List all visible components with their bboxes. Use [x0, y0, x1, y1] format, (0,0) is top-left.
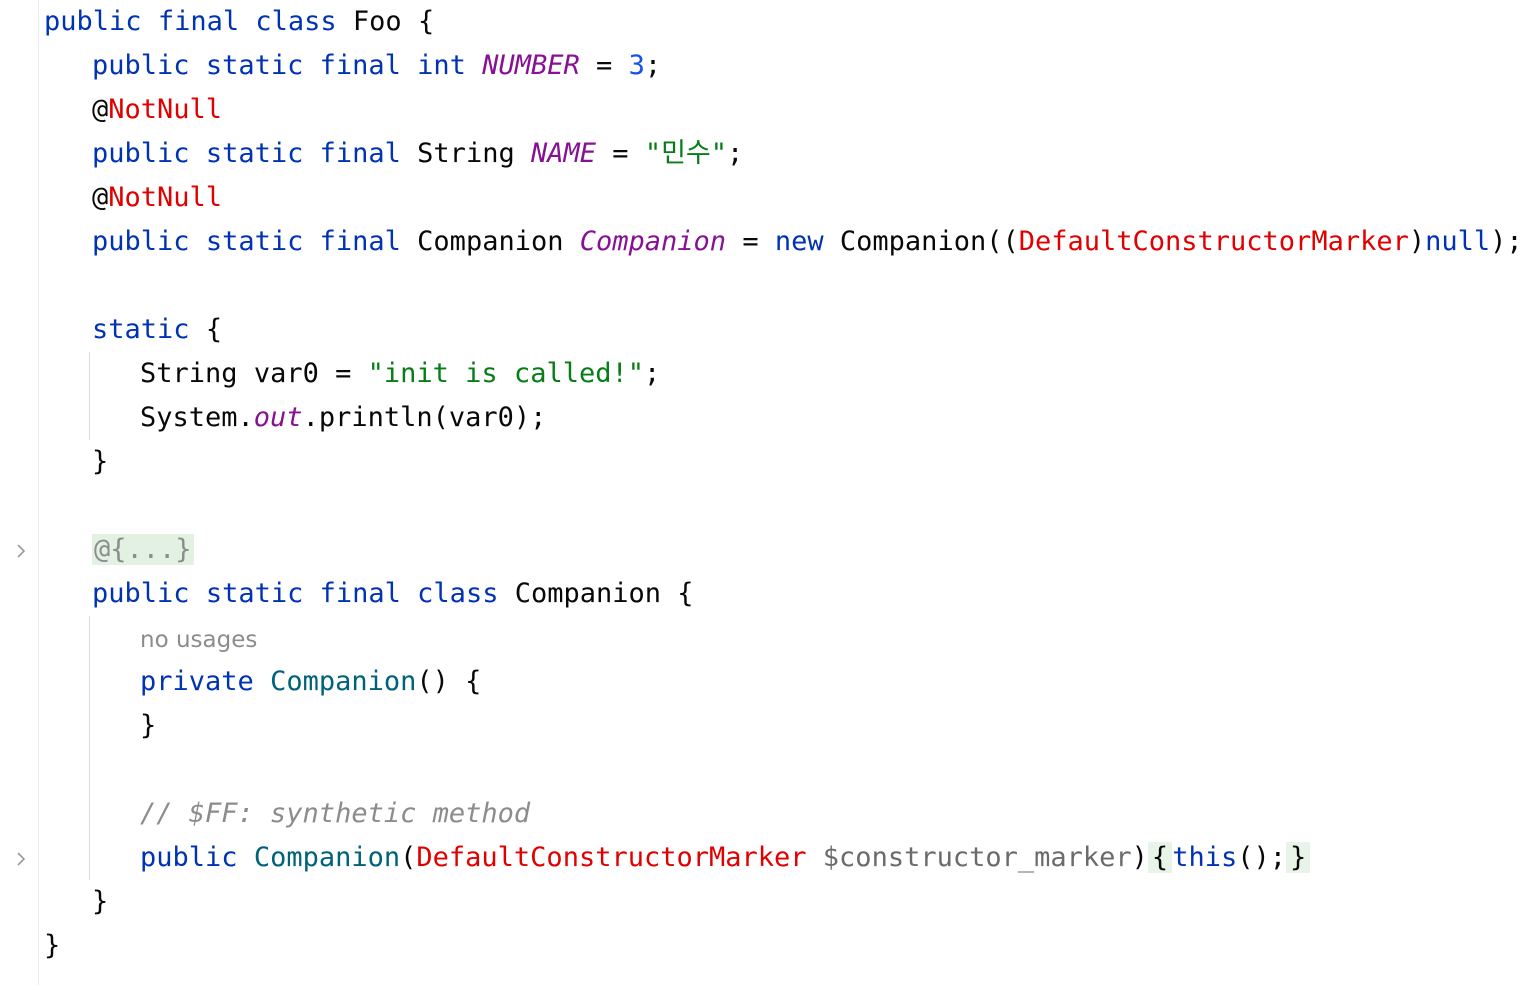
code-line-19: public Companion(DefaultConstructorMarke…	[140, 836, 1311, 880]
code-line-15: private Companion() {	[140, 666, 482, 697]
code-line-3: @NotNull	[92, 94, 223, 125]
code-line-9: String var0 = "init is called!";	[140, 358, 661, 389]
code-line-16: }	[140, 710, 157, 741]
code-line-5: @NotNull	[92, 182, 223, 213]
editor-gutter	[0, 0, 39, 985]
expand-fold-icon[interactable]	[14, 541, 28, 561]
code-line-11: }	[92, 446, 109, 477]
folded-region[interactable]: @{...}	[92, 534, 194, 565]
code-line-1: public final class Foo {	[44, 6, 435, 37]
code-line-13: @{...}	[92, 528, 194, 572]
code-line-6: public static final Companion Companion …	[92, 226, 1523, 257]
code-line-20: }	[92, 886, 109, 917]
code-line-4: public static final String NAME = "민수";	[92, 138, 744, 169]
code-line-2: public static final int NUMBER = 3;	[92, 50, 662, 81]
indent-guide	[89, 616, 90, 880]
indent-guide	[89, 352, 90, 440]
expand-fold-icon[interactable]	[14, 849, 28, 869]
code-line-10: System.out.println(var0);	[140, 402, 547, 433]
code-line-21: }	[44, 930, 61, 961]
folded-brace-open[interactable]: {	[1147, 842, 1173, 873]
code-line-18: // $FF: synthetic method	[140, 798, 531, 829]
code-line-8: static {	[92, 314, 223, 345]
code-line-14: public static final class Companion {	[92, 578, 694, 609]
usages-inlay-hint[interactable]: no usages	[140, 627, 258, 653]
folded-brace-close[interactable]: }	[1286, 842, 1311, 873]
